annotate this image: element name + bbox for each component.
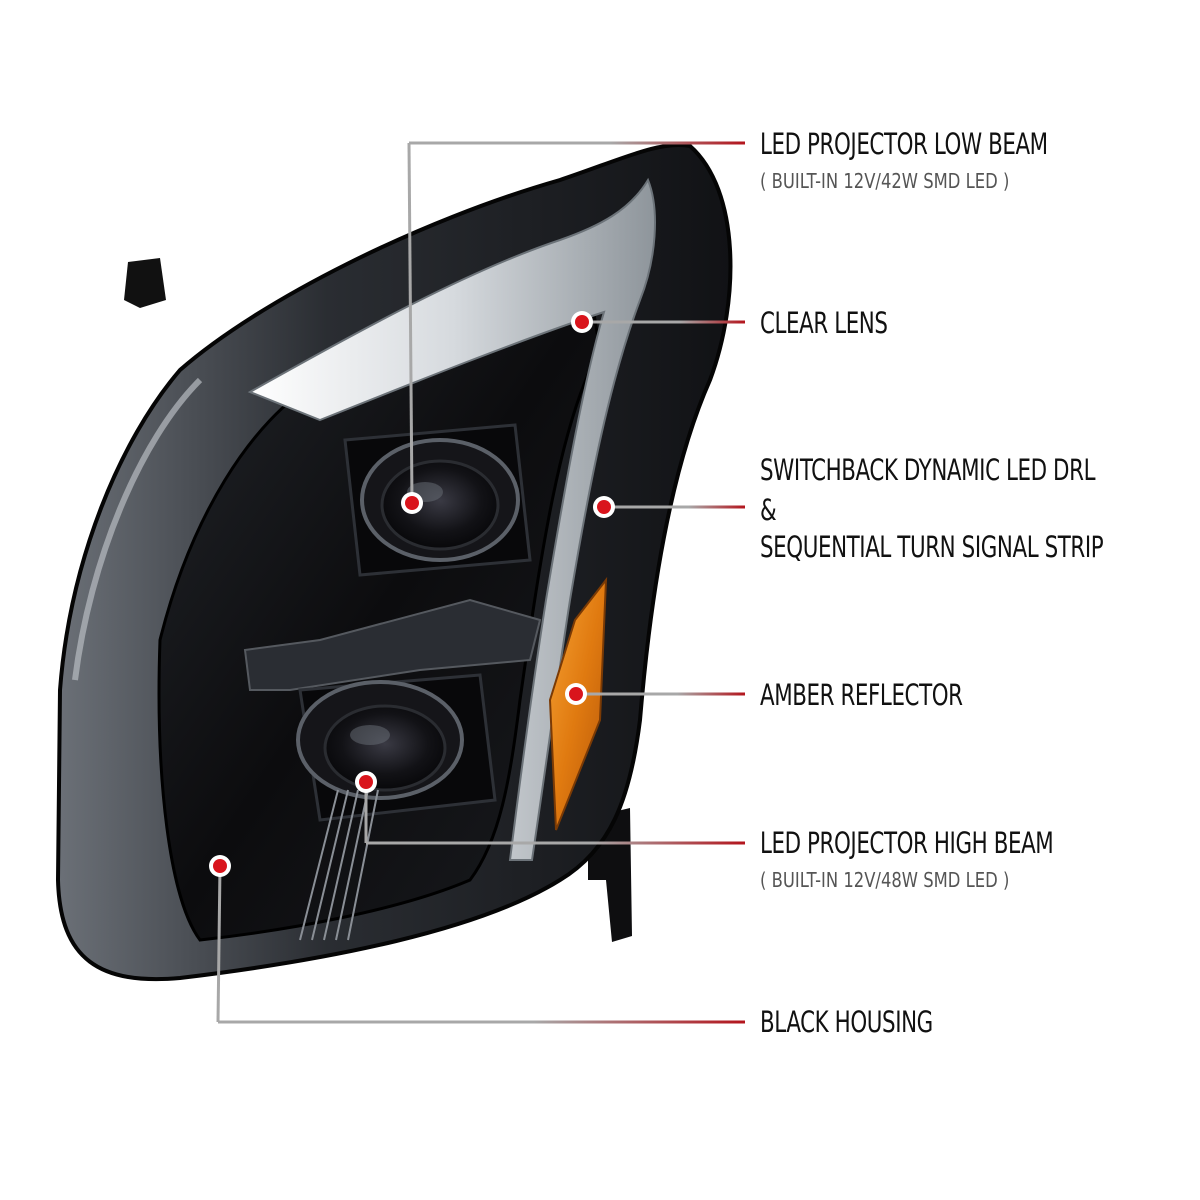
- callout-low-beam-subtitle: ( BUILT-IN 12V/42W SMD LED ): [760, 169, 1010, 193]
- leader-dot-black-housing: [213, 859, 227, 873]
- callout-low-beam-title: LED PROJECTOR LOW BEAM: [760, 127, 1048, 161]
- leader-dot-low-beam: [405, 496, 419, 510]
- callout-clear-lens-title: CLEAR LENS: [760, 306, 888, 340]
- leader-dot-amber-reflector: [569, 687, 583, 701]
- callout-high-beam-title: LED PROJECTOR HIGH BEAM: [760, 826, 1054, 860]
- amber-reflector-shape: [548, 576, 608, 831]
- callout-drl-line3: SEQUENTIAL TURN SIGNAL STRIP: [760, 530, 1104, 564]
- leader-line-low-beam: [407, 142, 414, 504]
- center-trim: [243, 598, 542, 691]
- leader-dot-drl: [597, 500, 611, 514]
- callout-high-beam-subtitle: ( BUILT-IN 12V/48W SMD LED ): [760, 868, 1010, 892]
- lower-ribs: [299, 789, 379, 941]
- lens-edge-highlight: [72, 377, 203, 681]
- callout-drl-line1: SWITCHBACK DYNAMIC LED DRL: [760, 453, 1096, 487]
- low-beam-projector: [343, 423, 532, 577]
- mount-tab-top-left: [124, 258, 166, 308]
- leader-line-black-housing: [216, 865, 222, 1023]
- high-beam-projector: [296, 673, 497, 822]
- callout-amber-reflector-title: AMBER REFLECTOR: [760, 678, 963, 712]
- leader-dot-high-beam: [359, 775, 373, 789]
- leader-dot-clear-lens: [575, 315, 589, 329]
- leader-lines: [209, 141, 745, 1024]
- callout-drl-line2: &: [760, 493, 777, 527]
- callout-black-housing-title: BLACK HOUSING: [760, 1005, 933, 1039]
